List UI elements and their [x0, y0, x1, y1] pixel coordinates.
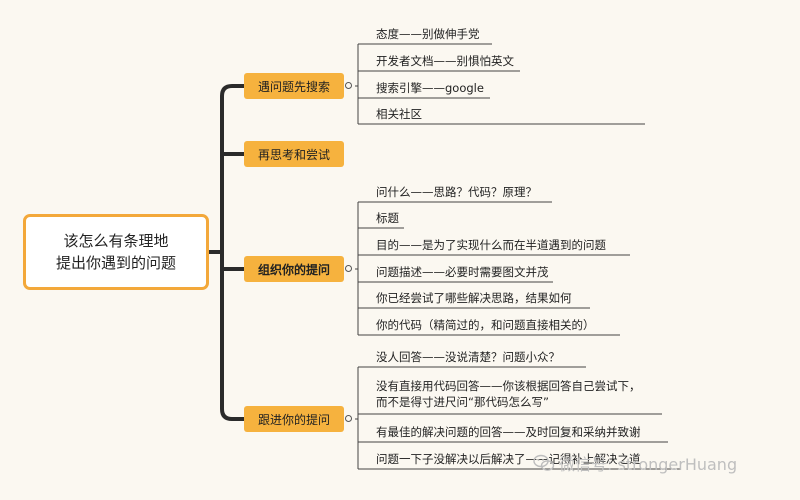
- collapse-toggle-icon[interactable]: [345, 415, 352, 422]
- leaf-tried-approaches[interactable]: 你已经尝试了哪些解决思路，结果如何: [376, 291, 572, 305]
- leaf-search-engine[interactable]: 搜索引擎——google: [376, 81, 484, 95]
- collapse-toggle-icon[interactable]: [345, 265, 352, 272]
- leaf-your-code[interactable]: 你的代码（精简过的，和问题直接相关的）: [376, 318, 595, 332]
- leaf-description[interactable]: 问题描述——必要时需要图文并茂: [376, 265, 549, 279]
- branch-organize-question[interactable]: 组织你的提问: [244, 256, 344, 282]
- collapse-toggle-icon[interactable]: [345, 82, 352, 89]
- leaf-best-answer[interactable]: 有最佳的解决问题的回答——及时回复和采纳并致谢: [376, 425, 641, 439]
- leaf-no-code-answer-line2: 而不是得寸进尺问“那代码怎么写”: [376, 395, 549, 409]
- watermark-text: 微信号: strongerHuang: [559, 455, 738, 474]
- leaf-what-to-ask[interactable]: 问什么——思路？代码？原理？: [376, 185, 537, 199]
- leaf-solved-later[interactable]: 问题一下子没解决以后解决了——记得补上解决之道: [376, 452, 641, 466]
- leaf-title[interactable]: 标题: [376, 211, 399, 225]
- branch-think-and-try[interactable]: 再思考和尝试: [244, 141, 344, 167]
- branch-search-first[interactable]: 遇问题先搜索: [244, 73, 344, 99]
- leaf-attitude[interactable]: 态度——别做伸手党: [376, 27, 480, 41]
- leaf-no-code-answer[interactable]: 没有直接用代码回答——你该根据回答自己尝试下， 而不是得寸进尺问“那代码怎么写”: [376, 378, 641, 410]
- leaf-developer-docs[interactable]: 开发者文档——别惧怕英文: [376, 54, 514, 68]
- branch-follow-up[interactable]: 跟进你的提问: [244, 406, 344, 432]
- watermark: 微信号: strongerHuang: [533, 452, 737, 474]
- leaf-community[interactable]: 相关社区: [376, 107, 422, 121]
- leaf-no-code-answer-line1: 没有直接用代码回答——你该根据回答自己尝试下，: [376, 379, 641, 393]
- leaf-purpose[interactable]: 目的——是为了实现什么而在半道遇到的问题: [376, 238, 606, 252]
- root-topic-line1: 该怎么有条理地: [63, 232, 169, 250]
- leaf-no-answer[interactable]: 没人回答——没说清楚？问题小众？: [376, 350, 560, 364]
- wechat-icon: [533, 454, 555, 471]
- root-topic-line2: 提出你遇到的问题: [55, 254, 176, 272]
- root-topic[interactable]: 该怎么有条理地 提出你遇到的问题: [23, 214, 209, 290]
